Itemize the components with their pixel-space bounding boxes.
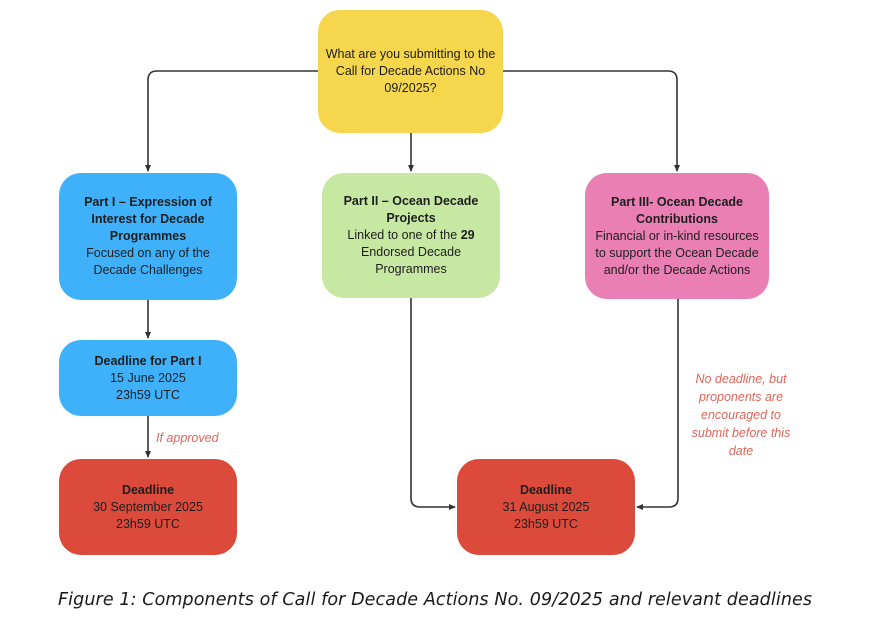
part2-body: Linked to one of the 29 Endorsed Decade … (328, 227, 494, 278)
deadline-sep-node: Deadline 30 September 2025 23h59 UTC (59, 459, 237, 555)
edge-part2-to-deadline-aug (410, 298, 456, 510)
if-approved-label: If approved (156, 431, 219, 445)
deadline-aug-title: Deadline (519, 482, 573, 497)
part2-body-count: 29 (460, 228, 475, 242)
deadline-sep-date: 30 September 2025 (93, 499, 203, 514)
question-text: What are you submitting to the Call for … (325, 47, 496, 95)
deadline-part1-date: 15 June 2025 (110, 370, 186, 385)
edge-part3-to-deadline-aug (636, 299, 679, 510)
deadline-part1-node: Deadline for Part I 15 June 2025 23h59 U… (59, 340, 237, 416)
part3-node: Part III- Ocean Decade Contributions Fin… (585, 173, 769, 299)
deadline-aug-node: Deadline 31 August 2025 23h59 UTC (457, 459, 635, 555)
deadline-sep-time: 23h59 UTC (116, 516, 180, 531)
part1-node: Part I – Expression of Interest for Deca… (59, 173, 237, 300)
deadline-part1-title: Deadline for Part I (94, 353, 202, 368)
figure-caption: Figure 1: Components of Call for Decade … (58, 590, 813, 610)
deadline-part1-time: 23h59 UTC (116, 387, 180, 402)
part3-title: Part III- Ocean Decade Contributions (610, 194, 743, 226)
question-node: What are you submitting to the Call for … (318, 10, 503, 133)
part2-body-suffix: Endorsed Decade Programmes (360, 245, 462, 276)
part2-title: Part II – Ocean Decade Projects (343, 194, 479, 225)
part2-node: Part II – Ocean Decade Projects Linked t… (322, 173, 500, 298)
part2-body-prefix: Linked to one of the (347, 228, 461, 242)
part3-body: Financial or in-kind resources to suppor… (595, 228, 759, 277)
no-deadline-label: No deadline, but proponents are encourag… (691, 372, 791, 458)
edge-question-to-part1 (145, 70, 318, 172)
deadline-sep-title: Deadline (121, 482, 175, 497)
deadline-aug-date: 31 August 2025 (502, 499, 590, 514)
deadline-aug-time: 23h59 UTC (514, 516, 578, 531)
edge-question-to-part3 (503, 70, 680, 172)
part1-title: Part I – Expression of Interest for Deca… (84, 195, 212, 243)
part1-body: Focused on any of the Decade Challenges (86, 246, 210, 277)
